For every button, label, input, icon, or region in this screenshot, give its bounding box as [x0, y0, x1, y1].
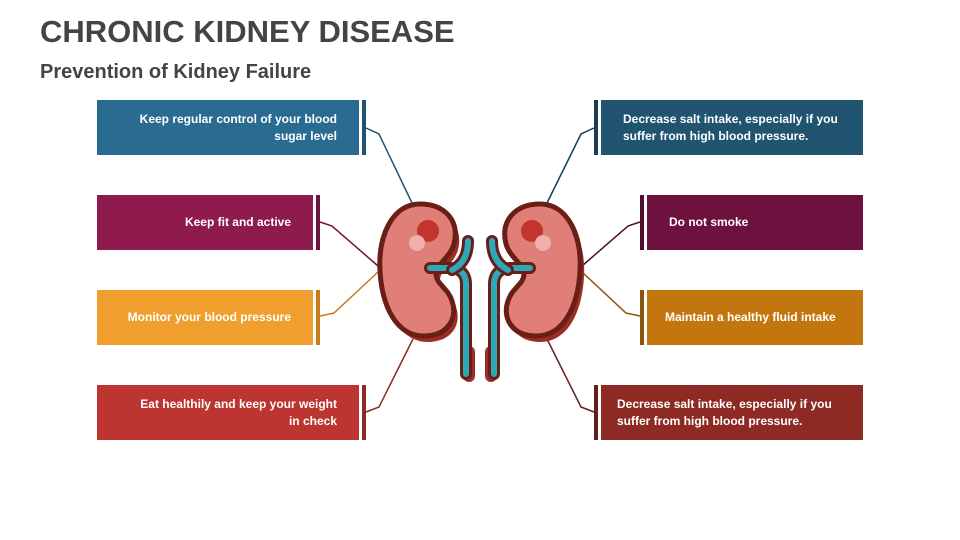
tip-box-blood-sugar: Keep regular control of your blood sugar… [97, 100, 359, 155]
tip-accent-bar [594, 385, 598, 440]
tip-box-fluid-intake: Maintain a healthy fluid intake [647, 290, 863, 345]
tip-accent-bar [640, 195, 644, 250]
tip-text: Eat healthily and keep your weight in ch… [140, 396, 337, 428]
tip-text: Decrease salt intake, especially if you … [617, 396, 832, 428]
tip-box-no-smoking: Do not smoke [647, 195, 863, 250]
ureters-icon [424, 235, 536, 382]
tip-box-fit-active: Keep fit and active [97, 195, 313, 250]
tip-accent-bar [594, 100, 598, 155]
tip-text: Maintain a healthy fluid intake [665, 310, 836, 324]
tip-accent-bar [640, 290, 644, 345]
page-subtitle: Prevention of Kidney Failure [40, 61, 312, 83]
page-title: CHRONIC KIDNEY DISEASE [40, 14, 455, 49]
tip-box-salt-intake-bottom: Decrease salt intake, especially if you … [601, 385, 863, 440]
tip-accent-bar [362, 385, 366, 440]
kidneys-icon [377, 201, 585, 382]
tip-text: Do not smoke [669, 215, 749, 229]
tip-accent-bar [316, 290, 320, 345]
tip-box-blood-pressure: Monitor your blood pressure [97, 290, 313, 345]
tip-text: Keep regular control of your blood sugar… [139, 111, 337, 143]
tip-text: Keep fit and active [184, 215, 291, 229]
left-kidney-icon [377, 201, 460, 342]
tip-text: Decrease salt intake, especially if you … [623, 111, 838, 143]
tip-box-salt-intake-top: Decrease salt intake, especially if you … [601, 100, 863, 155]
right-kidney-icon [502, 201, 585, 342]
tip-accent-bar [316, 195, 320, 250]
tip-accent-bar [362, 100, 366, 155]
tip-text: Monitor your blood pressure [127, 310, 291, 324]
tip-box-eat-healthily: Eat healthily and keep your weight in ch… [97, 385, 359, 440]
